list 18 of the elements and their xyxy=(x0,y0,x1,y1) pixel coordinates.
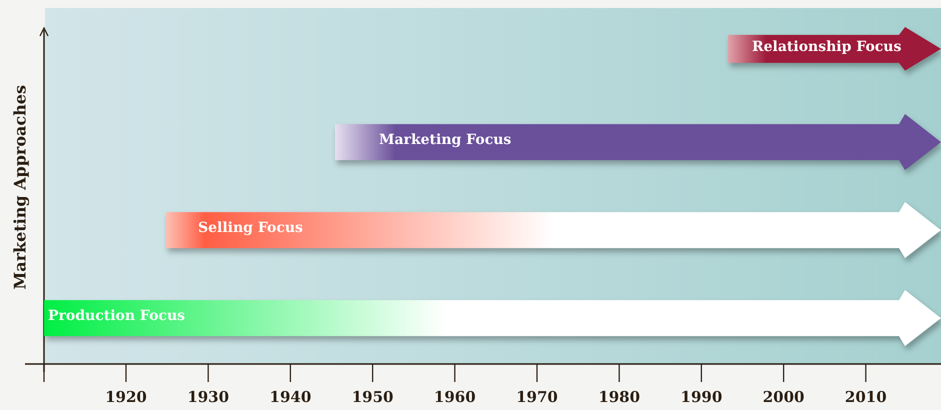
arrow-label: Production Focus xyxy=(48,308,186,324)
tick-label: 1940 xyxy=(268,388,312,406)
arrow-label: Marketing Focus xyxy=(379,132,512,148)
tick-label: 1970 xyxy=(515,388,559,406)
timeline-band xyxy=(44,290,941,346)
tick-label: 1980 xyxy=(597,388,642,406)
arrow-label: Relationship Focus xyxy=(752,38,902,55)
arrow-label: Selling Focus xyxy=(198,220,303,236)
tick-label: 1930 xyxy=(186,388,230,406)
tick-label: 2000 xyxy=(762,388,806,406)
tick-label: 1960 xyxy=(432,388,477,406)
tick-label: 1990 xyxy=(680,388,724,406)
tick-label: 1920 xyxy=(104,388,148,406)
timeline-band xyxy=(166,202,941,258)
timeline-band xyxy=(335,114,941,170)
tick-label: 1950 xyxy=(350,388,394,406)
timeline-band xyxy=(728,27,941,71)
tick-label: 2010 xyxy=(844,388,888,406)
